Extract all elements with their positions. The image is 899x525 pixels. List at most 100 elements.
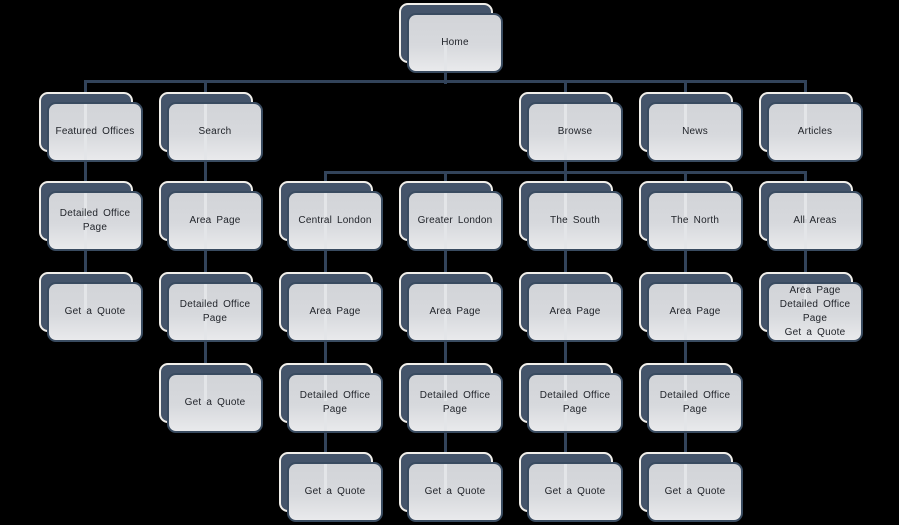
connector-gl-detailed-to-quote [444,429,447,459]
node-front-panel: All Areas [767,191,863,251]
node-label: Featured Offices [55,126,135,137]
node-front-panel: Area Page [407,282,503,342]
connector-drop-featured-offices [84,80,87,98]
node-label: All Areas [793,215,837,226]
connector-home-stem [444,70,447,84]
node-all-areas: All Areas [759,181,863,251]
connector-tn-detailed-to-quote [684,429,687,459]
node-ts-area-page: Area Page [519,272,623,342]
node-browse: Browse [519,92,623,162]
connector-featured-offices-to-detailed [84,158,87,188]
node-all-areas-children: Area Page Detailed Office Page Get a Quo… [759,272,863,342]
node-label-line: Get a Quote [784,327,846,338]
node-label: Get a Quote [544,486,606,497]
node-label-line: Detailed Office Page [779,299,851,324]
node-label: Get a Quote [64,306,126,317]
connector-the-north-to-area [684,247,687,279]
node-front-panel: Get a Quote [407,462,503,522]
node-label: Articles [797,126,833,137]
node-the-south: The South [519,181,623,251]
node-ts-get-a-quote: Get a Quote [519,452,623,522]
node-cl-get-a-quote: Get a Quote [279,452,383,522]
node-front-panel: Get a Quote [167,373,263,433]
connector-drop-all-areas [804,171,807,187]
connector-the-south-to-area [564,247,567,279]
node-front-panel: Detailed Office Page [527,373,623,433]
node-tn-detailed-office-page: Detailed Office Page [639,363,743,433]
node-label: Detailed Office Page [659,390,731,415]
node-front-panel: Featured Offices [47,102,143,162]
node-label: Area Page [669,306,721,317]
node-front-panel: Detailed Office Page [167,282,263,342]
connector-drop-browse [564,80,567,98]
node-front-panel: Detailed Office Page [47,191,143,251]
connector-cl-area-to-detailed [324,338,327,370]
node-label: Detailed Office Page [539,390,611,415]
node-front-panel: Area Page [527,282,623,342]
node-front-panel: Detailed Office Page [647,373,743,433]
connector-browse-stem [564,158,567,174]
node-label: Get a Quote [184,397,246,408]
connector-drop-central-london [324,171,327,187]
node-front-panel: News [647,102,743,162]
node-label: Detailed Office Page [179,299,251,324]
connector-drop-the-north [684,171,687,187]
connector-greater-london-to-area [444,247,447,279]
connector-drop-news [684,80,687,98]
node-search: Search [159,92,263,162]
connector-central-london-to-area [324,247,327,279]
node-label: Detailed Office Page [299,390,371,415]
node-cl-detailed-office-page: Detailed Office Page [279,363,383,433]
node-front-panel: Home [407,13,503,73]
node-gl-detailed-office-page: Detailed Office Page [399,363,503,433]
node-label: News [682,126,708,137]
node-label: Area Page [309,306,361,317]
node-label: Browse [557,126,593,137]
node-ts-detailed-office-page: Detailed Office Page [519,363,623,433]
node-label: The North [670,215,720,226]
node-front-panel: Get a Quote [47,282,143,342]
node-front-panel: Area Page [287,282,383,342]
node-central-london: Central London [279,181,383,251]
node-label: Get a Quote [424,486,486,497]
node-label: Area Page [549,306,601,317]
node-label: The South [550,215,600,226]
node-search-detailed-office-page: Detailed Office Page [159,272,263,342]
node-front-panel: The North [647,191,743,251]
node-fo-get-a-quote: Get a Quote [39,272,143,342]
connector-drop-the-south [564,171,567,187]
connector-drop-greater-london [444,171,447,187]
connector-gl-area-to-detailed [444,338,447,370]
node-greater-london: Greater London [399,181,503,251]
node-label: Home [441,37,469,48]
node-tn-get-a-quote: Get a Quote [639,452,743,522]
node-front-panel: Detailed Office Page [287,373,383,433]
connector-all-areas-to-children [804,247,807,279]
node-search-get-a-quote: Get a Quote [159,363,263,433]
node-front-panel: Central London [287,191,383,251]
node-label: Central London [298,215,372,226]
node-front-panel: Search [167,102,263,162]
connector-drop-search [204,80,207,98]
connector-fo-detailed-to-quote [84,247,87,279]
connector-search-to-area [204,158,207,188]
node-label: Area Page [189,215,241,226]
connector-tn-area-to-detailed [684,338,687,370]
connector-ts-detailed-to-quote [564,429,567,459]
connector-ts-area-to-detailed [564,338,567,370]
node-gl-area-page: Area Page [399,272,503,342]
node-fo-detailed-office-page: Detailed Office Page [39,181,143,251]
node-news: News [639,92,743,162]
connector-cl-detailed-to-quote [324,429,327,459]
node-front-panel: Get a Quote [287,462,383,522]
node-label: Get a Quote [304,486,366,497]
node-featured-offices: Featured Offices [39,92,143,162]
node-label: Detailed Office Page [59,208,131,233]
connector-search-area-to-detailed [204,247,207,279]
node-front-panel: Area Page [647,282,743,342]
connector-drop-articles [804,80,807,98]
node-the-north: The North [639,181,743,251]
connector-level1-bus [84,80,807,83]
node-front-panel: Get a Quote [527,462,623,522]
